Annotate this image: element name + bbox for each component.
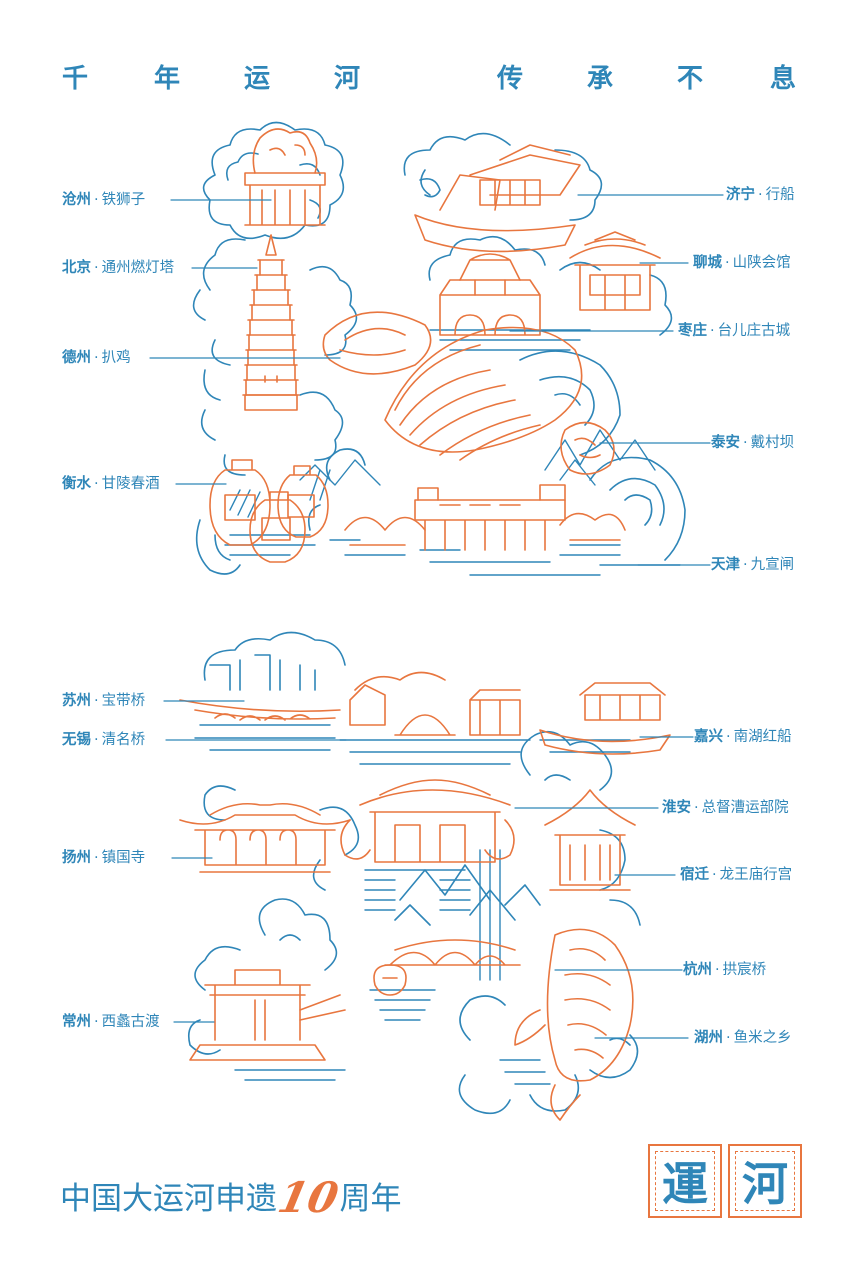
city-name: 杭州 (683, 962, 712, 978)
seal-yun: 運 (648, 1144, 722, 1218)
place-name: 通州燃灯塔 (101, 260, 175, 276)
city-name: 北京 (62, 260, 91, 276)
city-name: 衡水 (62, 476, 91, 492)
place-name: 西蠡古渡 (101, 1014, 160, 1030)
water-lines-bottom (194, 724, 631, 1085)
place-name: 铁狮子 (101, 192, 146, 208)
cloud-swirls-bottom (187, 631, 641, 1115)
city-name: 泰安 (711, 435, 740, 451)
place-name: 清名桥 (101, 732, 146, 748)
place-name: 龙王庙行宫 (719, 867, 793, 883)
place-name: 扒鸡 (101, 350, 131, 366)
city-name: 宿迁 (680, 867, 709, 883)
seal-he: 河 (728, 1144, 802, 1218)
label-yangzhou: 扬州·镇国寺 (62, 850, 146, 866)
place-name: 拱宸桥 (722, 962, 767, 978)
place-name: 戴村坝 (750, 435, 795, 451)
place-name: 九宣闸 (750, 557, 795, 573)
motto-heading: 千 年 运 河 传 承 不 息 (62, 58, 807, 94)
label-cangzhou: 沧州·铁狮子 (62, 192, 146, 208)
place-name: 宝带桥 (101, 693, 146, 709)
city-name: 无锡 (62, 732, 91, 748)
landmarks-top (209, 128, 661, 563)
city-name: 聊城 (693, 255, 722, 271)
landmarks-bottom (179, 671, 671, 1121)
place-name: 行船 (765, 187, 795, 203)
motto-char: 千 (62, 64, 89, 94)
place-name: 总督漕运部院 (701, 800, 789, 816)
motto-char: 传 (497, 64, 524, 94)
label-taian: 泰安·戴村坝 (711, 435, 795, 451)
city-name: 淮安 (662, 800, 691, 816)
city-name: 苏州 (62, 693, 91, 709)
label-tianjin: 天津·九宣闸 (711, 557, 795, 573)
city-name: 济宁 (726, 187, 755, 203)
motto-char: 不 (677, 64, 704, 94)
label-huzhou: 湖州·鱼米之乡 (694, 1030, 792, 1046)
city-name: 沧州 (62, 192, 91, 208)
label-zaozhuang: 枣庄·台儿庄古城 (678, 323, 791, 339)
label-dezhou: 德州·扒鸡 (62, 350, 131, 366)
yun-character-art (192, 121, 686, 576)
label-hengshui: 衡水·甘陵春酒 (62, 476, 160, 492)
place-name: 山陕会馆 (732, 255, 791, 271)
place-name: 台儿庄古城 (717, 323, 791, 339)
city-name: 扬州 (62, 850, 91, 866)
city-name: 枣庄 (678, 323, 707, 339)
label-beijing: 北京·通州燃灯塔 (62, 260, 175, 276)
leader-lines (149, 194, 724, 1039)
place-name: 镇国寺 (101, 850, 146, 866)
label-hangzhou: 杭州·拱宸桥 (683, 962, 767, 978)
cloud-swirls-top (192, 121, 686, 575)
place-name: 甘陵春酒 (101, 476, 160, 492)
label-changzhou: 常州·西蠡古渡 (62, 1014, 160, 1030)
motto-char: 河 (334, 64, 361, 94)
label-wuxi: 无锡·清名桥 (62, 732, 146, 748)
city-name: 嘉兴 (694, 729, 723, 745)
motto-char: 年 (154, 64, 181, 94)
city-name: 天津 (711, 557, 740, 573)
place-name: 南湖红船 (733, 729, 792, 745)
label-jiaxing: 嘉兴·南湖红船 (694, 729, 792, 745)
seal-char: 河 (742, 1157, 788, 1211)
motto-char: 承 (587, 64, 614, 94)
anniversary-number: 10 (273, 1173, 343, 1222)
motto-char: 运 (244, 64, 271, 94)
seal-char: 運 (662, 1157, 708, 1211)
label-suzhou: 苏州·宝带桥 (62, 693, 146, 709)
motto-char: 息 (770, 64, 797, 94)
label-huaian: 淮安·总督漕运部院 (662, 800, 789, 816)
water-lines-top (224, 329, 681, 576)
footer-title: 中国大运河申遗10周年 (60, 1173, 402, 1222)
label-liaocheng: 聊城·山陕会馆 (693, 255, 791, 271)
he-character-art (179, 631, 671, 1121)
city-name: 湖州 (694, 1030, 723, 1046)
city-name: 德州 (62, 350, 91, 366)
city-name: 常州 (62, 1014, 91, 1030)
label-jining: 济宁·行船 (726, 187, 795, 203)
place-name: 鱼米之乡 (733, 1030, 792, 1046)
label-suqian: 宿迁·龙王庙行宫 (680, 867, 793, 883)
